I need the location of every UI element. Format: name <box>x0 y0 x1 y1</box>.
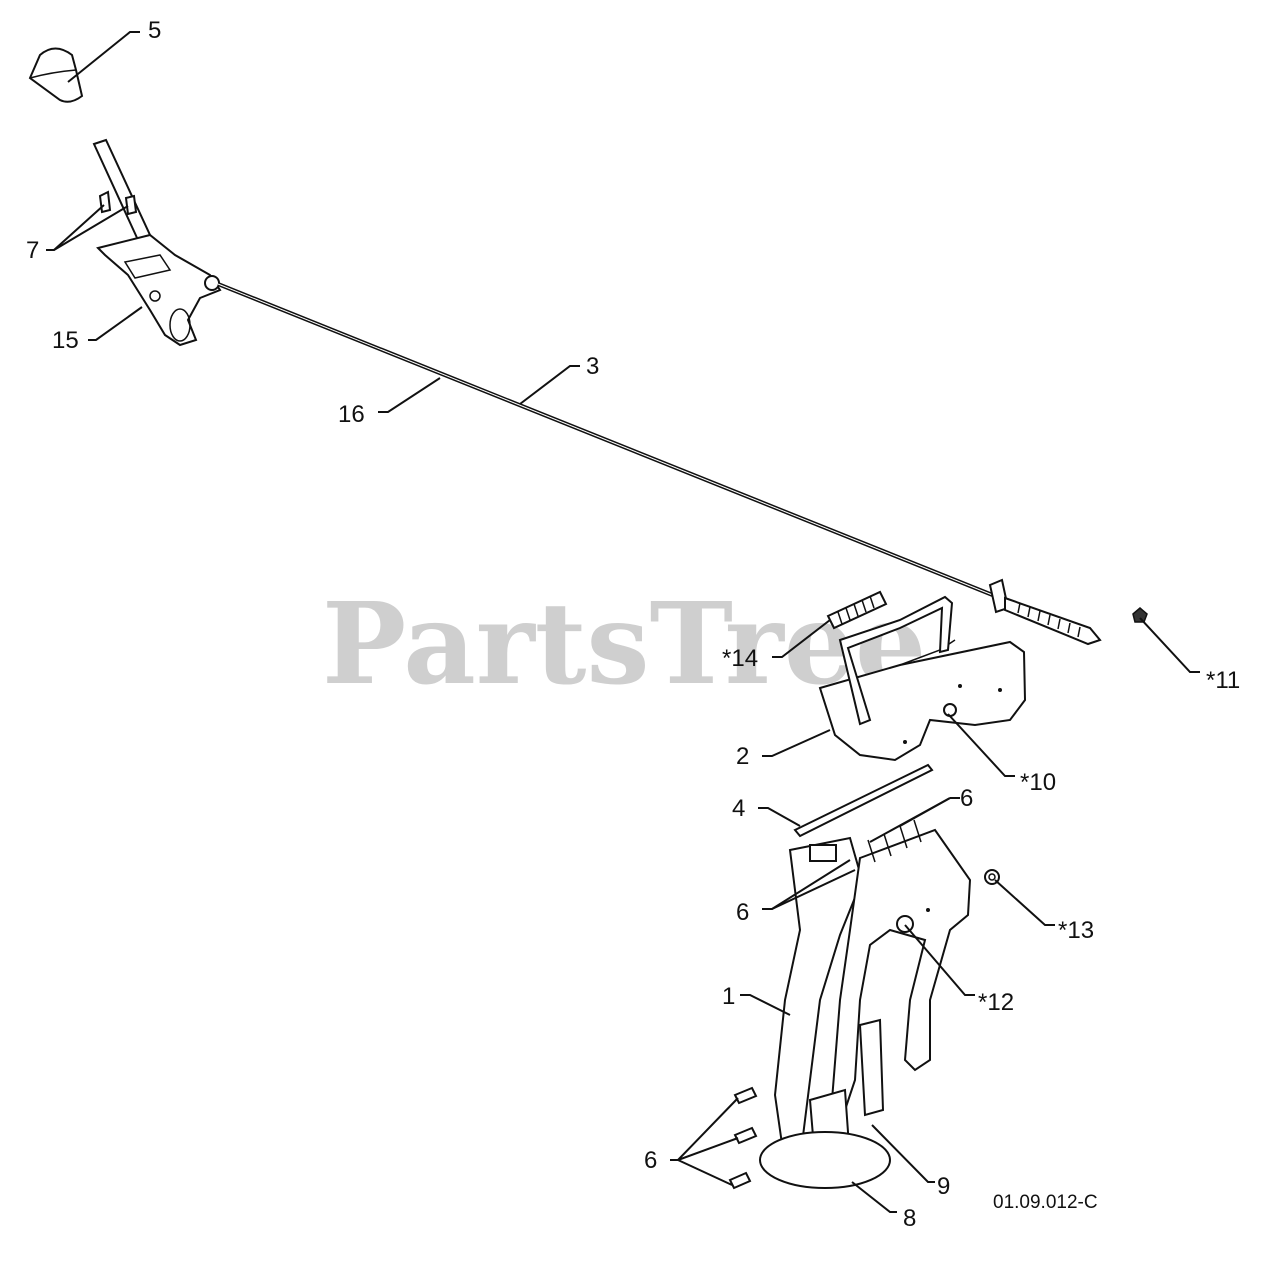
callout-4: 4 <box>732 795 745 822</box>
callout-2: 2 <box>736 743 749 770</box>
callout-5: 5 <box>148 17 161 44</box>
callout-6-lower: 6 <box>644 1147 657 1174</box>
part-6-bolts-lower <box>728 1086 758 1190</box>
callout-6-middle: 6 <box>736 899 749 926</box>
callout-13: *13 <box>1058 917 1094 944</box>
callout-12: *12 <box>978 989 1014 1016</box>
part-5-knob <box>28 47 84 103</box>
part-1-chute <box>759 828 972 1189</box>
callout-6-upper: 6 <box>960 785 973 812</box>
part-3-control-rod <box>217 282 1102 646</box>
callout-9: 9 <box>937 1173 950 1200</box>
callout-8: 8 <box>903 1205 916 1232</box>
callout-1: 1 <box>722 983 735 1010</box>
leader-lines <box>46 31 1200 1213</box>
callout-11: *11 <box>1206 667 1240 694</box>
diagram-reference-code: 01.09.012-C <box>993 1192 1098 1213</box>
callout-16: 16 <box>338 401 365 428</box>
callout-3: 3 <box>586 353 599 380</box>
part-2-deflector <box>818 595 1027 762</box>
callout-labels: 5 7 15 16 3 *14 *11 2 *10 4 6 6 *13 1 *1… <box>26 17 1240 1232</box>
callout-15: 15 <box>52 327 79 354</box>
callout-7: 7 <box>26 237 39 264</box>
part-14-spring <box>826 590 888 630</box>
part-11-nut <box>1132 607 1148 623</box>
part-6-bolts-upper <box>867 819 922 863</box>
part-4-strip <box>793 763 934 838</box>
callout-14: *14 <box>722 645 758 672</box>
part-15-shift-bracket <box>92 138 222 347</box>
callout-10: *10 <box>1020 769 1056 796</box>
